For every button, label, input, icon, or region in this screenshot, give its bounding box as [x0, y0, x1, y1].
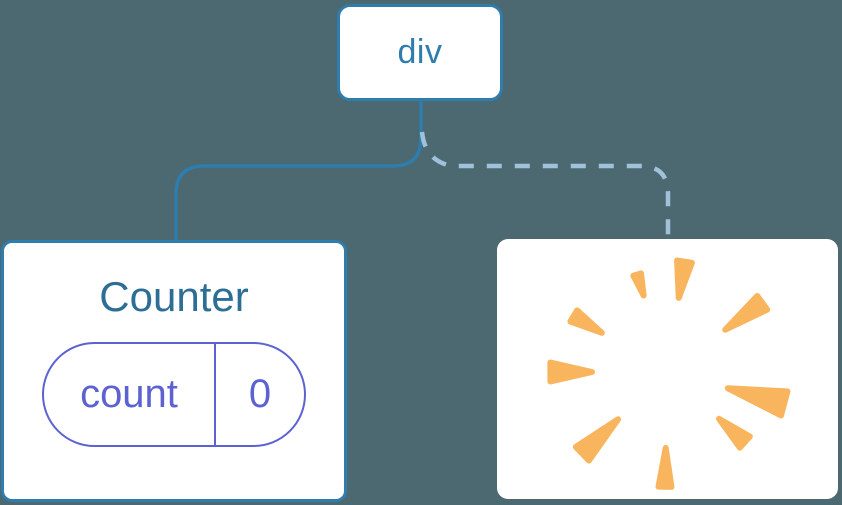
burst-ray [567, 307, 605, 336]
explosion-burst-icon [547, 257, 791, 490]
tree-node-removed [497, 239, 838, 499]
div-node-label: div [397, 33, 443, 71]
burst-ray [547, 359, 595, 385]
burst-ray [722, 292, 771, 333]
counter-component-title: Counter [99, 273, 249, 320]
state-pill: count 0 [42, 342, 306, 448]
burst-ray [716, 415, 753, 451]
edge-dashed-to-removed [419, 131, 671, 240]
burst-ray [724, 385, 791, 419]
tree-node-counter: Counter count 0 [1, 240, 347, 502]
burst-ray [630, 270, 647, 299]
burst-ray [655, 444, 675, 490]
state-key-label: count [80, 372, 178, 417]
burst-ray [572, 416, 622, 464]
state-value: 0 [214, 344, 304, 446]
burst-ray [674, 257, 695, 301]
tree-node-div: div [337, 4, 503, 101]
edge-solid-to-counter [174, 100, 423, 241]
